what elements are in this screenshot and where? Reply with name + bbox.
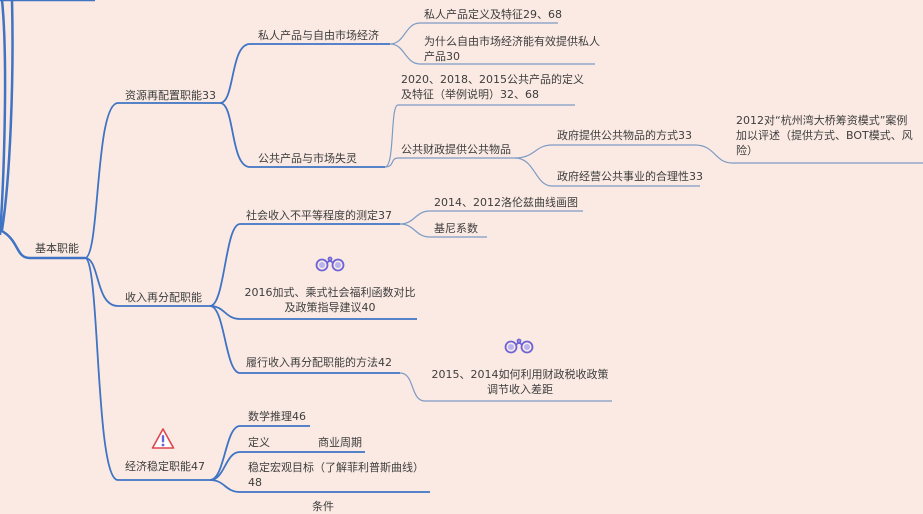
node-stabilization[interactable]: 经济稳定职能47 bbox=[125, 460, 205, 473]
node-public-goods[interactable]: 公共产品与市场失灵 bbox=[258, 152, 357, 165]
node-tax-policy[interactable]: 2015、2014如何利用财政税收政策 调节收入差距 bbox=[420, 367, 620, 397]
node-hangzhou-case-line2: 加以评述（提供方式、BOT模式、风 bbox=[736, 129, 913, 142]
node-lorenz[interactable]: 2014、2012洛伦兹曲线画图 bbox=[434, 196, 578, 209]
node-allocation[interactable]: 资源再配置职能33 bbox=[125, 89, 216, 102]
node-macro-goals-line1: 稳定宏观目标（了解菲利普斯曲线） bbox=[248, 461, 424, 474]
node-public-definition-line2: 及特征（举例说明）32、68 bbox=[401, 88, 539, 101]
node-math[interactable]: 数学推理46 bbox=[248, 410, 306, 423]
node-hangzhou-case[interactable]: 2012对“杭州湾大桥筹资模式”案例 加以评述（提供方式、BOT模式、风 险） bbox=[736, 113, 913, 158]
node-hangzhou-case-line1: 2012对“杭州湾大桥筹资模式”案例 bbox=[736, 114, 908, 127]
node-tax-policy-line1: 2015、2014如何利用财政税收政策 bbox=[431, 368, 609, 381]
warning-icon bbox=[151, 428, 175, 449]
node-tax-policy-line2: 调节收入差距 bbox=[487, 383, 553, 396]
node-government-ways[interactable]: 政府提供公共物品的方式33 bbox=[557, 129, 692, 142]
node-why-market-line1: 为什么自由市场经济能有效提供私人 bbox=[424, 35, 600, 48]
node-private-definition[interactable]: 私人产品定义及特征29、68 bbox=[424, 8, 562, 21]
node-inequality-measure[interactable]: 社会收入不平等程度的测定37 bbox=[246, 209, 392, 222]
node-business-cycle[interactable]: 商业周期 bbox=[318, 436, 362, 449]
binoculars-icon bbox=[315, 256, 345, 272]
root-node-basic-functions[interactable]: 基本职能 bbox=[35, 242, 79, 255]
binoculars-icon bbox=[504, 338, 534, 354]
node-government-rationality[interactable]: 政府经营公共事业的合理性33 bbox=[557, 170, 703, 183]
node-public-definition-line1: 2020、2018、2015公共产品的定义 bbox=[401, 73, 584, 86]
node-macro-goals-line2: 48 bbox=[248, 476, 262, 489]
node-gini[interactable]: 基尼系数 bbox=[434, 222, 478, 235]
node-hangzhou-case-line3: 险） bbox=[736, 144, 758, 157]
node-welfare-function[interactable]: 2016加式、乘式社会福利函数对比 及政策指导建议40 bbox=[230, 285, 430, 315]
node-definition[interactable]: 定义 bbox=[248, 436, 270, 449]
node-private-goods[interactable]: 私人产品与自由市场经济 bbox=[258, 29, 379, 42]
node-welfare-line2: 及政策指导建议40 bbox=[284, 301, 376, 314]
node-public-finance[interactable]: 公共财政提供公共物品 bbox=[401, 143, 511, 156]
node-macro-goals[interactable]: 稳定宏观目标（了解菲利普斯曲线） 48 bbox=[248, 460, 424, 490]
node-why-market-line2: 产品30 bbox=[424, 50, 460, 63]
node-public-definition[interactable]: 2020、2018、2015公共产品的定义 及特征（举例说明）32、68 bbox=[401, 72, 584, 102]
node-redistribution-methods[interactable]: 履行收入再分配职能的方法42 bbox=[246, 356, 392, 369]
node-redistribution[interactable]: 收入再分配职能 bbox=[125, 291, 202, 304]
node-why-market[interactable]: 为什么自由市场经济能有效提供私人 产品30 bbox=[424, 34, 600, 64]
node-welfare-line1: 2016加式、乘式社会福利函数对比 bbox=[244, 286, 416, 299]
